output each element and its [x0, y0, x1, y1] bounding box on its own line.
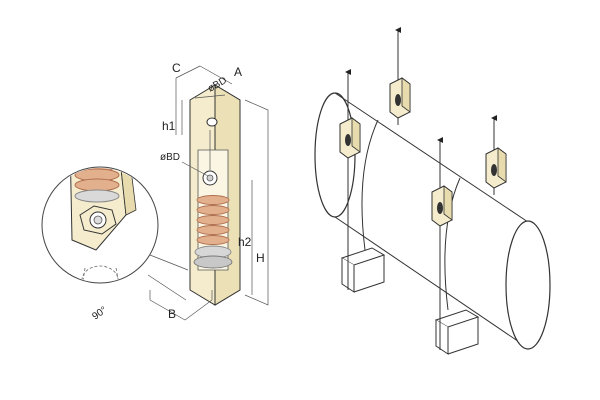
dimension-a-label: A: [234, 65, 242, 79]
angle-label: 90°: [90, 305, 109, 323]
mid-bolt: [202, 170, 218, 186]
spring-hanger-box-2: [389, 77, 411, 119]
support-bracket-2: [434, 309, 480, 355]
hanger-spring-coils: [193, 195, 233, 269]
spring-hanger-unit: [189, 84, 241, 306]
magnified-spring-coils: [74, 168, 120, 203]
dimension-b-label: B: [168, 307, 176, 321]
dimension-h1-label: h1: [162, 119, 176, 133]
pipe-clamp-1: [361, 119, 379, 251]
dimension-lines: [149, 65, 269, 321]
dimension-h-label: H: [256, 251, 265, 265]
spring-hanger-box-3: [431, 185, 453, 227]
magnified-nut: [79, 205, 117, 235]
left-panel-detail: 90°: [41, 61, 269, 323]
pipe-front-end: [505, 220, 551, 350]
dimension-c-label: C: [172, 61, 181, 75]
spring-hanger-box-4: [485, 147, 507, 189]
spring-hanger-box-1: [339, 117, 361, 159]
dimension-h2-label: h2: [238, 235, 252, 249]
magnified-detail-circle: 90°: [41, 166, 159, 323]
right-panel-pipe-installation: [314, 27, 551, 355]
magnifier-connector: [147, 254, 189, 301]
pipe-clamp-2: [444, 177, 461, 311]
bolt-diameter-mid-label: øBD: [160, 152, 180, 163]
pipe: [314, 92, 551, 350]
top-hole: [206, 117, 218, 127]
